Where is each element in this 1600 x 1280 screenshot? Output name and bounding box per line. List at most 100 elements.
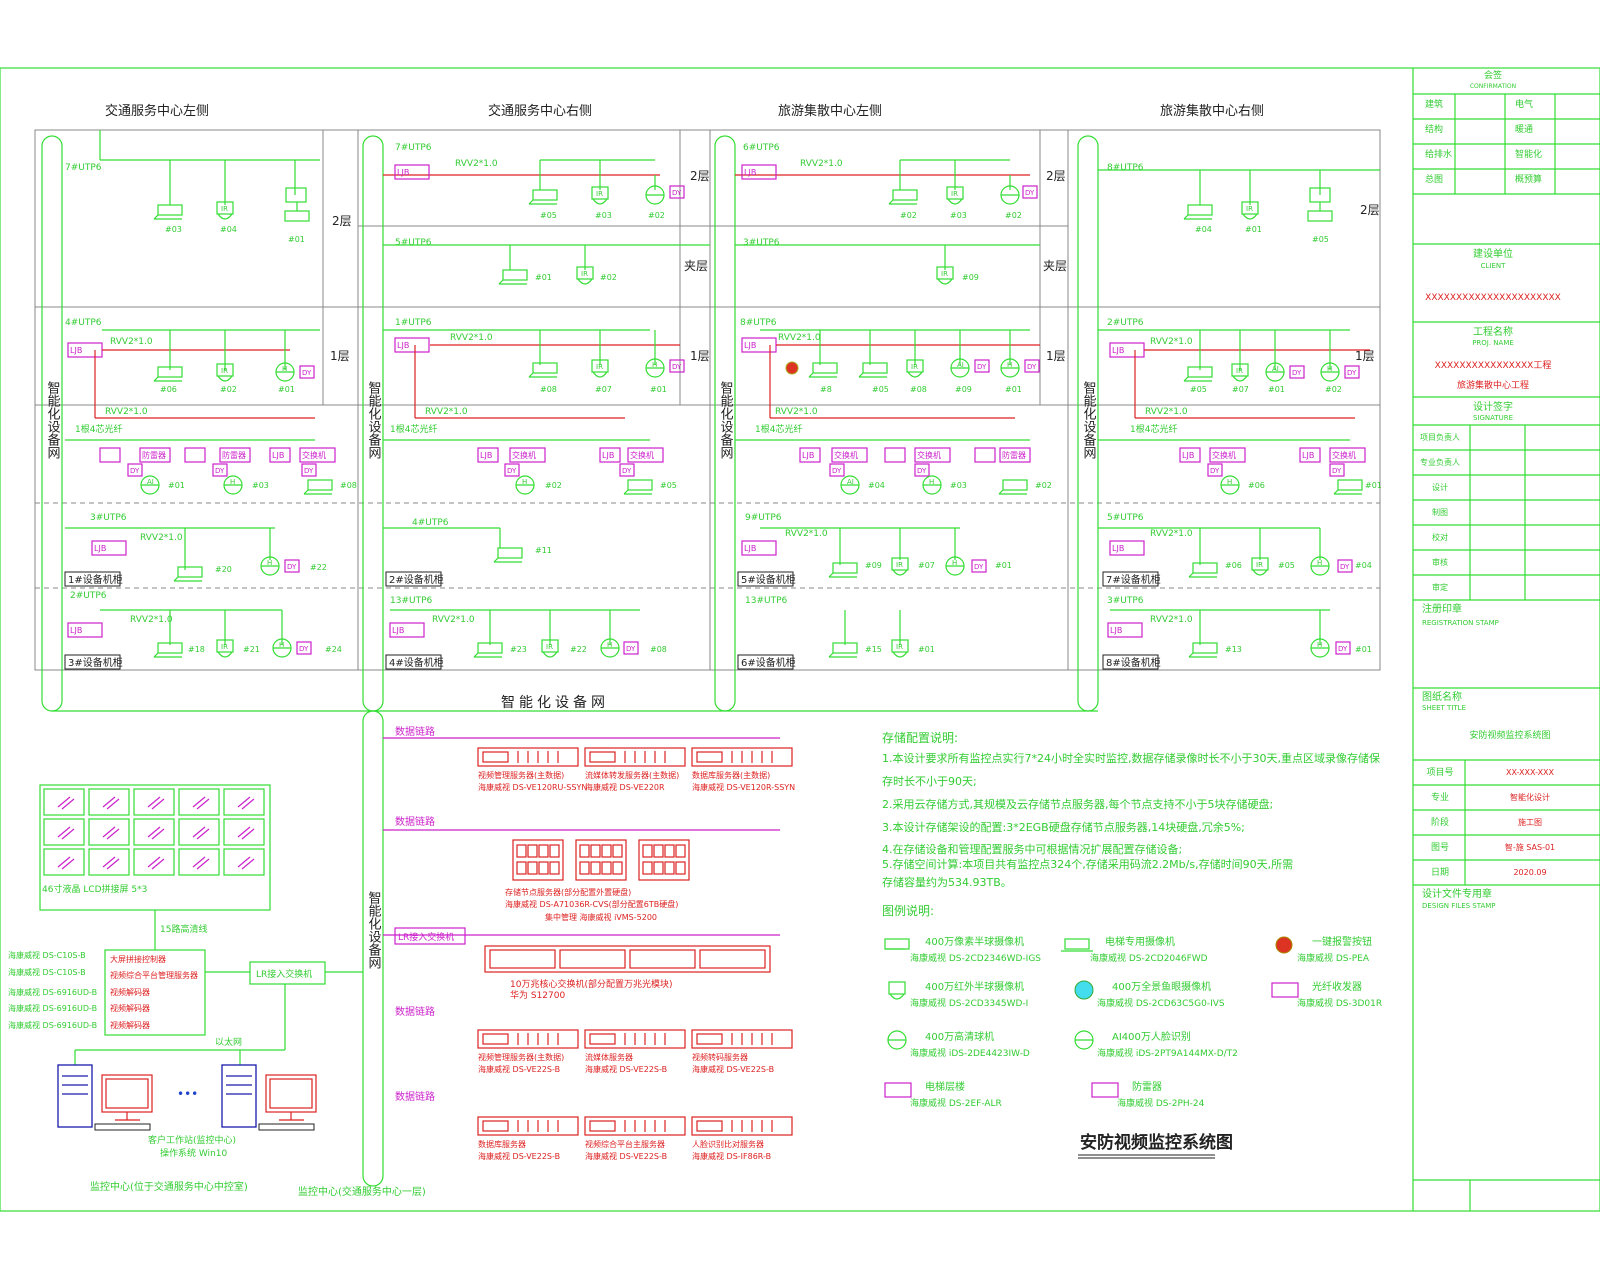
svg-text:海康威视 DS-PEA: 海康威视 DS-PEA <box>1297 952 1370 964</box>
svg-text:海康威视 DS-C10S-B: 海康威视 DS-C10S-B <box>8 967 86 977</box>
server-rack-icon <box>477 1116 579 1136</box>
svg-text:IR: IR <box>941 270 948 278</box>
server-model: 海康威视 DS-VE22S-B <box>692 1064 774 1074</box>
svg-text:DY: DY <box>507 467 517 475</box>
box-label: LJB <box>744 341 756 350</box>
dy-box: DY <box>284 559 300 573</box>
svg-text:海康威视 iDS-2DE4423IW-D: 海康威视 iDS-2DE4423IW-D <box>910 1047 1030 1059</box>
svg-text:会签: 会签 <box>1484 69 1502 81</box>
dome-camera-icon: IR <box>936 266 954 285</box>
building-grid <box>34 129 1381 671</box>
dy-box: DY <box>914 463 930 477</box>
ptz-camera-icon: H <box>1220 475 1240 495</box>
dome-camera-icon: IR <box>216 639 234 658</box>
dy-box: DY <box>669 359 685 373</box>
svg-text:IR: IR <box>596 363 603 371</box>
box-label: 交换机 <box>302 450 326 460</box>
camera-id: #02 <box>600 273 617 282</box>
dome-camera-icon: IR <box>891 557 909 576</box>
floor-label: 2层 <box>1046 169 1066 183</box>
svg-text:4#UTP6: 4#UTP6 <box>412 518 449 528</box>
svg-text:1.本设计要求所有监控点实行7*24小时全实时监控,数据存储: 1.本设计要求所有监控点实行7*24小时全实时监控,数据存储录像时长不小于30天… <box>882 751 1380 765</box>
zone-title-2: 交通服务中心右侧 <box>488 103 592 119</box>
dy-box: DY <box>1335 641 1351 655</box>
camera-id: #01 <box>1355 645 1372 654</box>
svg-text:视频解码器: 视频解码器 <box>110 1003 150 1013</box>
box-label: LJB <box>480 451 492 460</box>
server-rack-icon <box>691 1116 793 1136</box>
svg-text:DY: DY <box>1338 645 1348 653</box>
dy-box: DY <box>623 641 639 655</box>
dy-box: DY <box>299 365 315 379</box>
bullet-camera-icon <box>473 642 503 658</box>
svg-text:3#UTP6: 3#UTP6 <box>1107 596 1144 606</box>
svg-text:RVV2*1.0: RVV2*1.0 <box>1150 337 1193 347</box>
ptz-camera-icon: H <box>1310 556 1330 576</box>
dy-box: DY <box>296 641 312 655</box>
svg-text:H: H <box>1317 559 1322 567</box>
svg-text:校对: 校对 <box>1432 532 1448 542</box>
box-label: LJB <box>397 168 409 177</box>
box-label: 交换机 <box>1332 450 1356 460</box>
svg-text:DY: DY <box>622 467 632 475</box>
svg-text:专业: 专业 <box>1431 791 1449 803</box>
bullet-camera-icon <box>493 547 523 563</box>
camera-id: #04 <box>1355 561 1372 570</box>
svg-text:5#UTP6: 5#UTP6 <box>1107 513 1144 523</box>
bullet-camera-icon <box>153 366 183 382</box>
svg-text:H: H <box>929 478 934 486</box>
svg-text:H: H <box>1317 641 1322 649</box>
dy-box: DY <box>619 463 635 477</box>
server-name: 视频管理服务器(主数据) <box>478 1052 564 1062</box>
svg-text:海康威视 DS-C10S-B: 海康威视 DS-C10S-B <box>8 950 86 960</box>
svg-text:DESIGN FILES STAMP: DESIGN FILES STAMP <box>1422 902 1496 910</box>
svg-text:审定: 审定 <box>1432 582 1448 592</box>
svg-text:H: H <box>279 641 284 649</box>
svg-text:IR: IR <box>596 190 603 198</box>
server-name: 数据库服务器 <box>478 1139 526 1149</box>
svg-text:电梯专用摄像机: 电梯专用摄像机 <box>1105 935 1175 948</box>
box-label: LJB <box>70 626 82 635</box>
svg-text:概预算: 概预算 <box>1515 173 1542 185</box>
dy-box: DY <box>504 463 520 477</box>
svg-text:海康威视 DS-2CD3345WD-I: 海康威视 DS-2CD3345WD-I <box>910 997 1028 1009</box>
svg-text:H: H <box>652 361 657 369</box>
svg-text:H: H <box>1227 478 1232 486</box>
bullet-camera-icon <box>828 642 858 658</box>
svg-text:3#UTP6: 3#UTP6 <box>90 513 127 523</box>
svg-text:H: H <box>952 559 957 567</box>
camera-id: #01 <box>995 561 1012 570</box>
note-right: 监控中心(交通服务中心一层) <box>298 1185 426 1198</box>
server-name: 流媒体服务器 <box>585 1052 633 1062</box>
svg-text:H: H <box>1007 361 1012 369</box>
dome-camera-icon: IR <box>1231 363 1249 382</box>
svg-text:RVV2*1.0: RVV2*1.0 <box>455 159 498 169</box>
box-label: LJB <box>392 626 404 635</box>
svg-text:DY: DY <box>672 189 682 197</box>
camera-id: #05 <box>1278 561 1295 570</box>
workstation-dots: ••• <box>177 1087 198 1101</box>
camera-id: #07 <box>1232 385 1249 394</box>
svg-text:给排水: 给排水 <box>1425 148 1452 160</box>
svg-text:400万高清球机: 400万高清球机 <box>925 1030 994 1043</box>
dome-camera-icon: IR <box>1251 557 1269 576</box>
box-label: LJB <box>1110 626 1122 635</box>
svg-text:IR: IR <box>896 643 903 651</box>
box-label: 交换机 <box>834 450 858 460</box>
svg-text:旅游集散中心工程: 旅游集散中心工程 <box>1457 379 1529 391</box>
svg-text:AI: AI <box>1272 365 1279 373</box>
ptz-camera-icon: H <box>1000 358 1020 378</box>
camera-id: #01 <box>1005 385 1022 394</box>
svg-text:DY: DY <box>672 363 682 371</box>
svg-text:视频综合平台管理服务器: 视频综合平台管理服务器 <box>110 970 198 980</box>
camera-id: #13 <box>1225 645 1242 654</box>
camera-id: #04 <box>220 225 237 234</box>
dy-box: DY <box>1344 365 1360 379</box>
dy-box: DY <box>1022 185 1038 199</box>
svg-text:DY: DY <box>917 467 927 475</box>
camera-id: #23 <box>510 645 527 654</box>
